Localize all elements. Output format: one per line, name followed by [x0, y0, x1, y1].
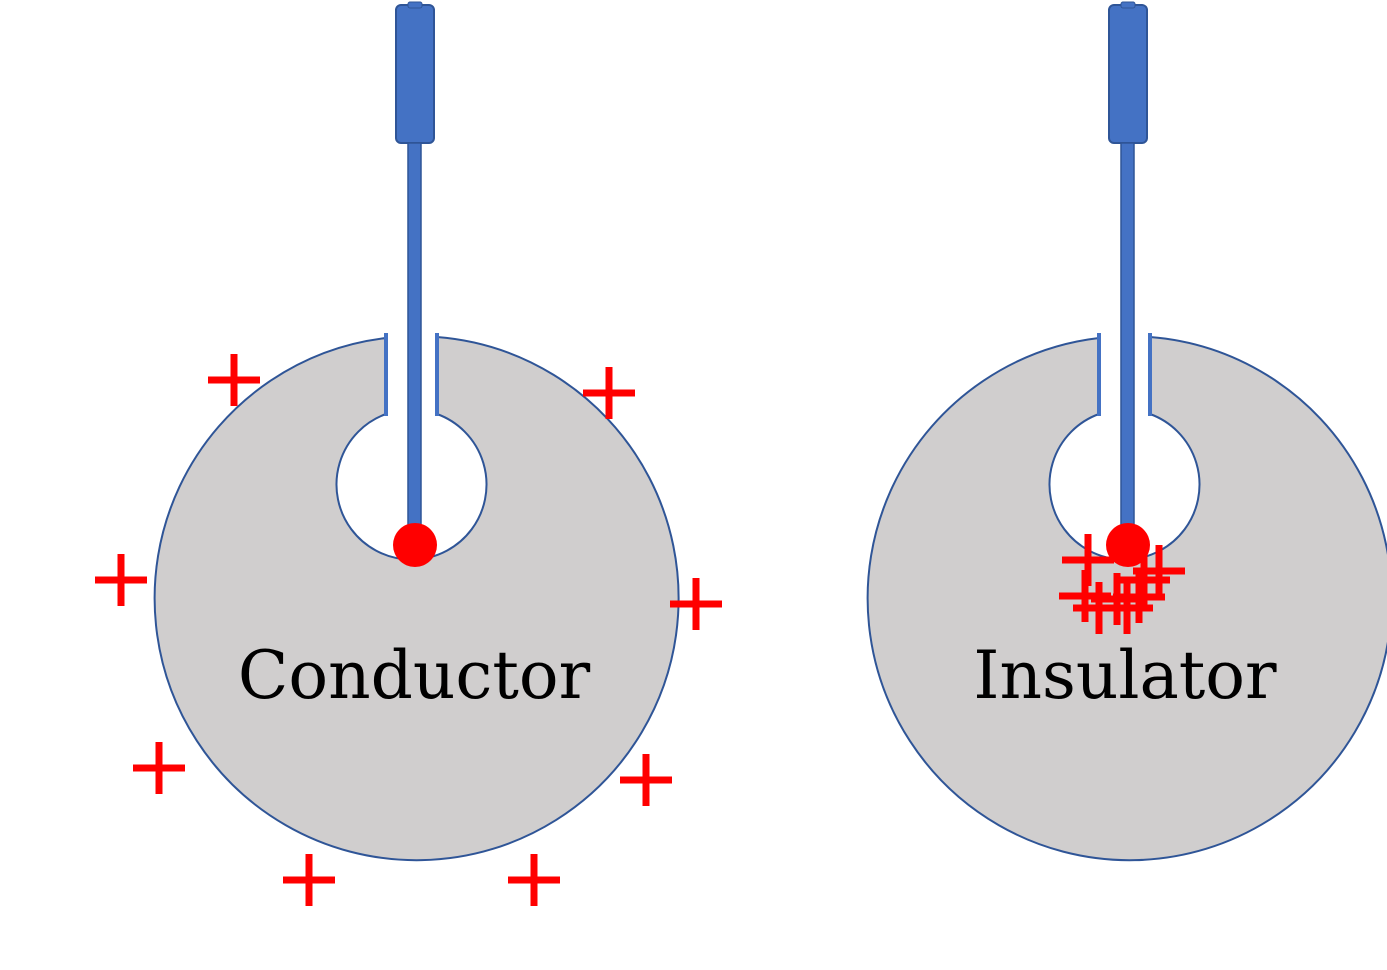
- charge-plus: [283, 854, 335, 906]
- charge-plus: [95, 554, 147, 606]
- insulator-probe-rod: [1120, 142, 1135, 536]
- insulator-charges: [1059, 534, 1185, 634]
- insulator-label: Insulator: [973, 637, 1277, 714]
- conductor-charges: [95, 354, 722, 906]
- conductor-probe: [393, 1, 437, 567]
- charge-plus: [1101, 582, 1153, 634]
- conductor-probe-tip: [393, 523, 437, 567]
- charge-plus: [208, 354, 260, 406]
- insulator-probe-cap: [1120, 1, 1136, 9]
- conductor-probe-handle: [395, 4, 435, 144]
- insulator-probe-handle: [1108, 4, 1148, 144]
- charge-plus: [583, 367, 635, 419]
- charge-plus: [620, 754, 672, 806]
- conductor-probe-cap: [407, 1, 423, 9]
- insulator-panel: Insulator: [866, 1, 1387, 862]
- charge-plus: [1118, 554, 1170, 606]
- conductor-panel: Conductor: [95, 1, 722, 906]
- insulator-probe-tip: [1106, 523, 1150, 567]
- insulator-probe: [1106, 1, 1150, 567]
- charge-plus: [508, 854, 560, 906]
- charge-plus: [670, 578, 722, 630]
- charge-plus: [133, 742, 185, 794]
- conductor-probe-rod: [407, 142, 422, 536]
- conductor-label: Conductor: [238, 637, 591, 714]
